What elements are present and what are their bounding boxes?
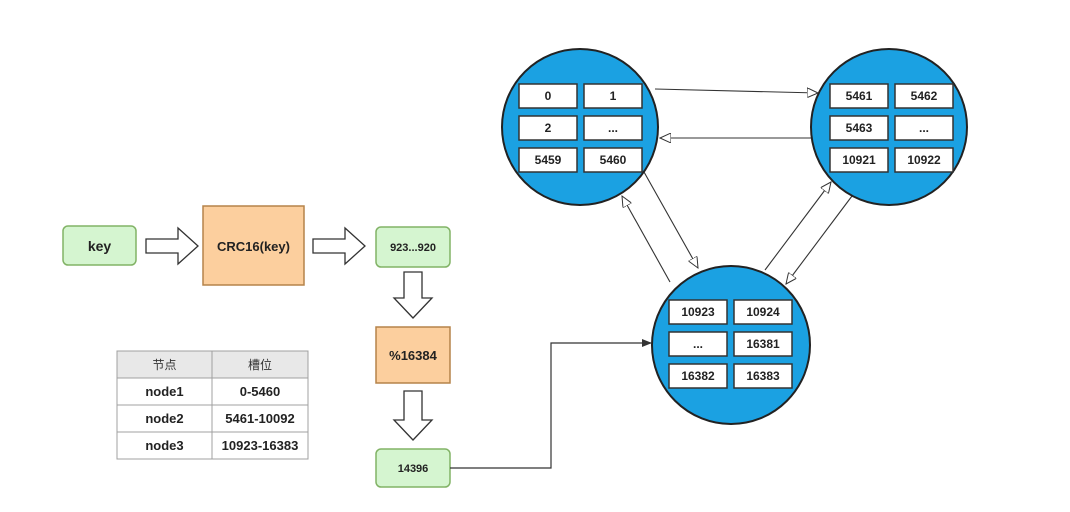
table-header-slot: 槽位 <box>248 357 272 372</box>
link-node1-to-node3 <box>643 171 698 268</box>
node1-slot-cell <box>583 147 643 173</box>
table-row-node2-range: 5461-10092 <box>225 411 294 426</box>
node1-slot-cell <box>583 115 643 141</box>
connector-slot-to-node3 <box>450 339 652 469</box>
node2-slot-label: 10922 <box>907 153 941 167</box>
node3-slot-label: 16381 <box>746 337 780 351</box>
node2-slot-label: 5461 <box>846 89 873 103</box>
node-links <box>622 89 853 284</box>
table-row-node1-range: 0-5460 <box>240 384 280 399</box>
node1-slot-label: 5459 <box>535 153 562 167</box>
node2-circle: 5461 5462 5463 ... 10921 10922 <box>810 48 968 206</box>
node3-slot-cell <box>733 363 793 389</box>
node1-slot-label: 1 <box>610 89 617 103</box>
node2-slot-cell <box>894 83 954 109</box>
arrow-key-to-hash <box>145 226 199 266</box>
table-row-node1-name: node1 <box>145 384 183 399</box>
node2-slot-cell <box>894 147 954 173</box>
arrow-hash-to-result <box>312 226 366 266</box>
node3-slot-label: 16382 <box>681 369 715 383</box>
node3-slot-cell <box>668 299 728 325</box>
node2-slot-label: 5463 <box>846 121 873 135</box>
modulo-box: %16384 <box>375 326 451 384</box>
node3-slot-label: 10923 <box>681 305 715 319</box>
link-node1-to-node2 <box>654 89 818 93</box>
node3-slot-cell <box>733 331 793 357</box>
node3-slot-label: ... <box>693 337 703 351</box>
hash-result-label: 923...920 <box>390 242 436 254</box>
key-box: key <box>62 225 137 266</box>
arrow-modulo-to-slot <box>392 390 434 441</box>
table-row-node3-range: 10923-16383 <box>222 438 299 453</box>
node3-slot-cell <box>733 299 793 325</box>
node1-slot-label: 2 <box>545 121 552 135</box>
table-row-node3-name: node3 <box>145 438 183 453</box>
modulo-label: %16384 <box>389 348 437 363</box>
node2-slot-label: ... <box>919 121 929 135</box>
node2-slot-cell <box>894 115 954 141</box>
link-node3-to-node2 <box>764 182 831 271</box>
node3-slot-cell <box>668 331 728 357</box>
node1-slot-label: 0 <box>545 89 552 103</box>
slot-table: 节点 槽位 node1 0-5460 node2 5461-10092 node… <box>116 350 309 460</box>
node2-slot-cell <box>829 147 889 173</box>
node1-slot-label: 5460 <box>600 153 627 167</box>
node1-slot-cell <box>518 147 578 173</box>
node3-slot-cell <box>668 363 728 389</box>
slot-label: 14396 <box>398 463 429 475</box>
hash-label: CRC16(key) <box>217 239 290 254</box>
node1-circle: 0 1 2 ... 5459 5460 <box>501 48 659 206</box>
node2-slot-label: 5462 <box>911 89 938 103</box>
hash-box: CRC16(key) <box>202 205 305 286</box>
table-row-node2-name: node2 <box>145 411 183 426</box>
node1-slot-label: ... <box>608 121 618 135</box>
table-header-node: 节点 <box>152 358 176 372</box>
link-node3-to-node1 <box>622 196 671 283</box>
link-node2-to-node3 <box>786 195 853 284</box>
node2-slot-label: 10921 <box>842 153 876 167</box>
node2-slot-cell <box>829 83 889 109</box>
node2-slot-cell <box>829 115 889 141</box>
node1-slot-cell <box>583 83 643 109</box>
node1-slot-cell <box>518 83 578 109</box>
node3-slot-label: 10924 <box>746 305 780 319</box>
key-label: key <box>88 238 112 254</box>
node3-slot-label: 16383 <box>746 369 780 383</box>
node1-slot-cell <box>518 115 578 141</box>
node3-circle: 10923 10924 ... 16381 16382 16383 <box>651 265 811 425</box>
hash-result-box: 923...920 <box>375 226 451 268</box>
slot-box: 14396 <box>375 448 451 488</box>
arrow-result-to-modulo <box>392 271 434 319</box>
